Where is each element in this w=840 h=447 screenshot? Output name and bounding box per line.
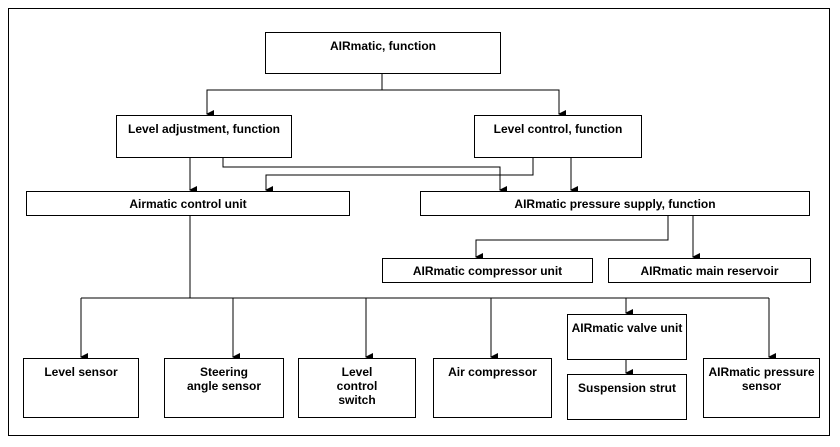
node-pressure-sensor-label: AIRmatic pressure sensor: [708, 365, 815, 393]
node-pressure-sensor: AIRmatic pressure sensor: [703, 358, 820, 418]
connector-level-adjustment-to-pressure-supply: [222, 157, 507, 194]
node-main-reservoir-label: AIRmatic main reservoir: [640, 264, 779, 278]
node-compressor-unit-label: AIRmatic compressor unit: [412, 264, 563, 278]
node-level-adjustment-label: Level adjustment, function: [127, 122, 280, 136]
node-main-reservoir: AIRmatic main reservoir: [608, 258, 811, 283]
node-level-adjustment: Level adjustment, function: [116, 115, 292, 158]
node-steering-angle-sensor-label: Steering angle sensor: [186, 365, 262, 393]
node-pressure-supply: AIRmatic pressure supply, function: [420, 191, 810, 216]
node-level-control: Level control, function: [474, 115, 642, 158]
node-level-sensor: Level sensor: [23, 358, 139, 418]
node-air-compressor: Air compressor: [433, 358, 552, 418]
connector-pressure-supply-to-compressor-unit: [475, 215, 669, 261]
node-air-compressor-label: Air compressor: [448, 365, 537, 379]
node-suspension-strut: Suspension strut: [567, 374, 687, 420]
node-root: AIRmatic, function: [265, 32, 501, 74]
node-level-control-switch-label: Level control switch: [336, 365, 378, 407]
node-level-control-switch: Level control switch: [298, 358, 416, 418]
connector-root-to-level-control: [382, 89, 566, 118]
node-root-label: AIRmatic, function: [329, 39, 436, 53]
node-valve-unit-label: AIRmatic valve unit: [571, 321, 683, 335]
node-level-sensor-label: Level sensor: [44, 365, 118, 379]
connector-root-to-level-adjustment: [206, 74, 383, 118]
diagram-frame: [8, 8, 830, 436]
node-steering-angle-sensor: Steering angle sensor: [164, 358, 284, 418]
node-valve-unit: AIRmatic valve unit: [567, 314, 687, 360]
node-pressure-supply-label: AIRmatic pressure supply, function: [514, 197, 716, 211]
node-level-control-label: Level control, function: [493, 122, 623, 136]
node-control-unit-label: Airmatic control unit: [129, 197, 247, 211]
connector-level-control-to-control-unit: [265, 157, 534, 194]
node-control-unit: Airmatic control unit: [26, 191, 350, 216]
node-suspension-strut-label: Suspension strut: [577, 381, 676, 395]
node-compressor-unit: AIRmatic compressor unit: [382, 258, 593, 283]
